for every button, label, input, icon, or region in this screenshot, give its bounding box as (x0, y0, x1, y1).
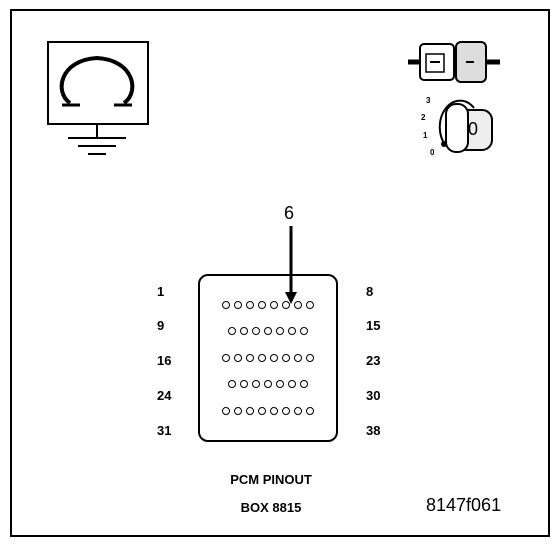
pin-row (200, 407, 336, 415)
connector-pin (288, 327, 296, 335)
pin-row (200, 380, 336, 388)
connector-pin (222, 301, 230, 309)
caption-title: PCM PINOUT (230, 472, 312, 487)
connector-pin (252, 380, 260, 388)
connector-pin (282, 354, 290, 362)
pcm-connector (198, 274, 338, 442)
pin-row (200, 301, 336, 309)
diagram-frame (10, 9, 550, 537)
connector-pin (282, 407, 290, 415)
connector-pin (288, 380, 296, 388)
connector-pin (240, 380, 248, 388)
pin-row (200, 327, 336, 335)
connector-pin (282, 301, 290, 309)
connector-pin (246, 354, 254, 362)
connector-pin (234, 407, 242, 415)
connector-pin (246, 407, 254, 415)
connector-pin (294, 354, 302, 362)
pin-label-23: 23 (366, 353, 381, 368)
pin-label-1: 1 (157, 284, 165, 299)
connector-pin (222, 354, 230, 362)
pin-row (200, 354, 336, 362)
connector-pin (228, 327, 236, 335)
connector-pin (264, 380, 272, 388)
connector-pin (294, 301, 302, 309)
connector-pin (270, 354, 278, 362)
connector-pin (276, 380, 284, 388)
connector-pin (234, 354, 242, 362)
ignition-position-1: 1 (423, 131, 428, 140)
key-label: 0 (468, 119, 479, 139)
connector-pin (258, 354, 266, 362)
ignition-position-2: 2 (421, 113, 426, 122)
ignition-position-3: 3 (426, 96, 431, 105)
pin-label-31: 31 (157, 423, 172, 438)
pin-label-15: 15 (366, 318, 381, 333)
connector-pin (246, 301, 254, 309)
caption-box-number: BOX 8815 (240, 500, 302, 515)
callout-number: 6 (284, 203, 295, 223)
connector-pin (264, 327, 272, 335)
connector-pin (270, 301, 278, 309)
connector-pin (240, 327, 248, 335)
ignition-position-0: 0 (430, 148, 435, 157)
connector-pin (222, 407, 230, 415)
connector-pin (306, 407, 314, 415)
connector-pin (300, 327, 308, 335)
connector-pin (300, 380, 308, 388)
connector-pin (276, 327, 284, 335)
connector-pin (306, 301, 314, 309)
pin-label-9: 9 (157, 318, 165, 333)
connector-pin (252, 327, 260, 335)
pin-label-8: 8 (366, 284, 374, 299)
connector-pin (258, 407, 266, 415)
pin-label-24: 24 (157, 388, 172, 403)
connector-pin (294, 407, 302, 415)
connector-pin (258, 301, 266, 309)
connector-pin (234, 301, 242, 309)
connector-pin (306, 354, 314, 362)
pin-label-16: 16 (157, 353, 172, 368)
pin-label-30: 30 (366, 388, 381, 403)
connector-pin (228, 380, 236, 388)
figure-id: 8147f061 (426, 495, 502, 515)
connector-pin (270, 407, 278, 415)
pin-label-38: 38 (366, 423, 381, 438)
